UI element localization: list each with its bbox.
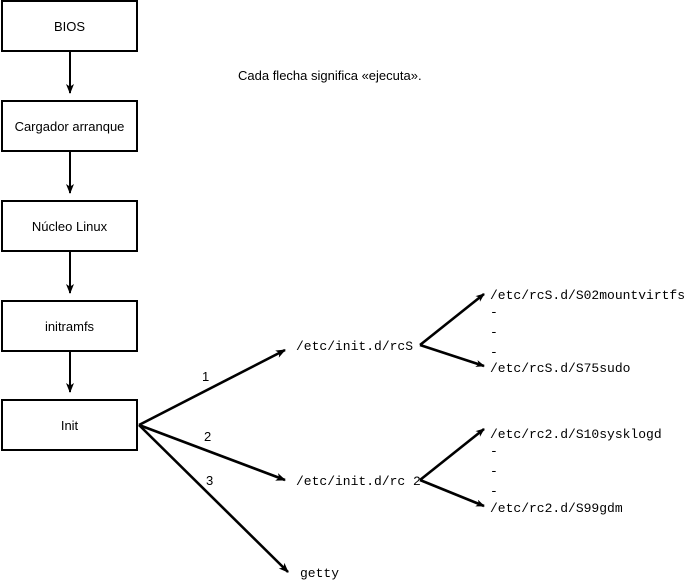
script-rc2-last: /etc/rc2.d/S99gdm xyxy=(490,501,623,516)
node-box-init xyxy=(1,399,138,451)
node-label-kernel: Núcleo Linux xyxy=(32,219,108,234)
node-box-initramfs xyxy=(1,300,138,352)
fork-rc2-to-last xyxy=(419,478,485,508)
branch-target-rc2: /etc/init.d/rc 2 xyxy=(296,474,421,489)
script-rc2-first: /etc/rc2.d/S10sysklogd xyxy=(490,427,662,442)
branch-init-to-rcs xyxy=(138,348,286,427)
fork-rc2-to-first xyxy=(419,427,485,482)
script-rc2-ellipsis-3: - xyxy=(490,484,498,499)
node-label-bootloader: Cargador arranque xyxy=(15,119,125,134)
branch-init-to-getty xyxy=(138,424,289,573)
fork-rcs-to-last xyxy=(419,343,485,368)
node-label-bios: BIOS xyxy=(54,19,85,34)
script-rcs-ellipsis-2: - xyxy=(490,325,498,340)
branch-target-rcs: /etc/init.d/rcS xyxy=(296,339,413,354)
branch-init-to-rc2 xyxy=(138,423,286,482)
script-rc2-ellipsis-1: - xyxy=(490,444,498,459)
node-label-init: Init xyxy=(61,418,79,433)
node-box-bootloader xyxy=(1,100,138,152)
script-rcs-last: /etc/rcS.d/S75sudo xyxy=(490,361,630,376)
branch-number-1: 1 xyxy=(202,369,209,384)
script-rcs-first: /etc/rcS.d/S02mountvirtfs xyxy=(490,288,684,303)
script-rc2-ellipsis-2: - xyxy=(490,464,498,479)
branch-number-2: 2 xyxy=(204,429,211,444)
fork-rcs-to-first xyxy=(419,292,485,347)
node-box-bios xyxy=(1,0,138,52)
script-rcs-ellipsis-3: - xyxy=(490,345,498,360)
node-label-initramfs: initramfs xyxy=(45,319,95,334)
diagram-caption: Cada flecha significa «ejecuta». xyxy=(238,68,422,83)
script-rcs-ellipsis-1: - xyxy=(490,305,498,320)
branch-number-3: 3 xyxy=(206,473,213,488)
branch-target-getty: getty xyxy=(300,566,339,581)
